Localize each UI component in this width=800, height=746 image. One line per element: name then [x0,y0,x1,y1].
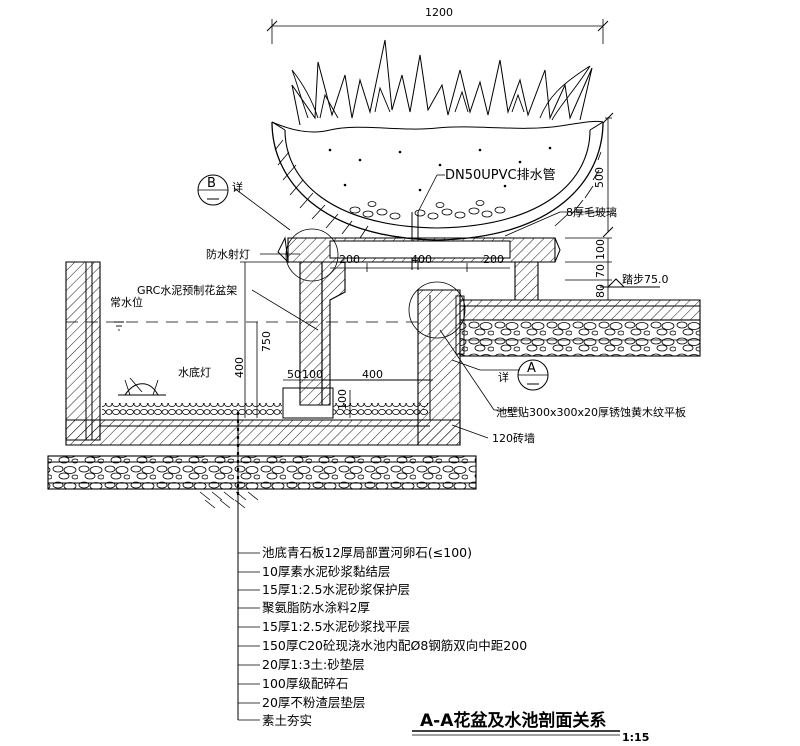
label-paving: 踏步75.0 [622,272,669,286]
dim-wall-400: 400 [233,357,246,378]
label-brick-wall: 120砖墙 [492,431,535,445]
label-glass: 8厚毛玻璃 [566,205,617,219]
layer-item: 100厚级配碎石 [262,676,348,691]
drawing-title: A-A花盆及水池剖面关系 [420,710,606,731]
label-water-level: 常水位 [110,295,143,309]
layer-item: 20厚不粉渣层垫层 [262,695,365,710]
dim-w50: 50 [287,368,301,381]
layer-callouts [238,552,260,721]
detail-a-text: 详 [498,370,509,384]
dim-w100: 100 [302,368,323,381]
dim-inner-400: 400 [362,368,383,381]
dim-r80: 80 [594,284,607,298]
dim-pedestal-mid: 400 [411,253,432,266]
layer-item: 池底青石板12厚局部置河卵石(≤100) [262,545,472,560]
dim-pedestal-right: 200 [483,253,504,266]
label-underwater-light: 水底灯 [178,365,211,379]
layer-item: 素土夯实 [262,713,312,728]
drawing-scale: 1:15 [622,731,649,744]
label-waterproof-light: 防水射灯 [206,247,250,261]
detail-b-text: 详 [232,180,243,194]
detail-marker-b: B 详 [197,174,243,206]
layer-item: 15厚1:2.5水泥砂浆找平层 [262,619,410,634]
layer-item: 15厚1:2.5水泥砂浆保护层 [262,582,410,597]
pool-structure [47,261,477,720]
pedestal-dimensions [240,261,510,418]
detail-marker-a: A 详 [498,359,549,391]
flower-bowl [266,19,614,270]
label-wall-tile: 池壁贴300x300x20厚锈蚀黄木纹平板 [496,405,686,419]
layer-item: 10厚素水泥砂浆黏结层 [262,564,390,579]
dim-pedestal-left: 200 [339,253,360,266]
dim-h100: 100 [336,389,349,410]
dim-pedestal-total: 750 [260,331,273,352]
dim-bowl-height: 500 [593,167,606,188]
layer-item: 20厚1:3土:砂垫层 [262,657,365,672]
label-grc: GRC水泥预制花盆架 [137,283,237,297]
detail-a-letter: A [527,361,536,376]
dim-r70: 70 [594,264,607,278]
detail-b-letter: B [207,176,216,191]
dim-bowl-width: 1200 [425,6,453,19]
dim-r100: 100 [594,239,607,260]
layer-item: 聚氨脂防水涂料2厚 [262,600,370,615]
layer-item: 150厚C20砼现浇水池内配Ø8钢筋双向中距200 [262,638,527,653]
label-pipe: DN50UPVC排水管 [445,168,556,183]
paving-section [459,237,701,357]
leader-lines [129,174,612,439]
